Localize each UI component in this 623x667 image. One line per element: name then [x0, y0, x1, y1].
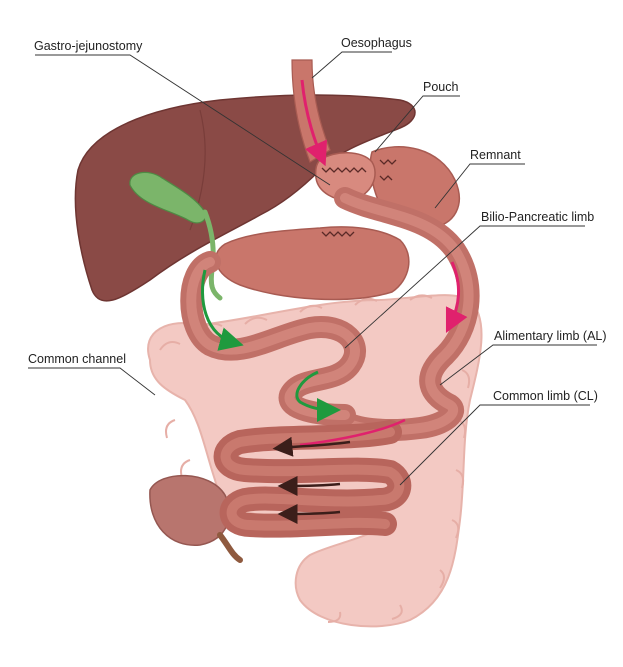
label-alimentary-limb: Alimentary limb (AL) — [494, 329, 607, 343]
food-flow-arrow-common-entry — [299, 418, 406, 447]
leader-bilio-pancreatic — [344, 225, 585, 349]
label-common-limb: Common limb (CL) — [493, 389, 598, 403]
food-flow-arrow-oesophagus — [300, 79, 328, 167]
label-bilio-pancreatic-limb: Bilio-Pancreatic limb — [481, 210, 594, 224]
leader-common-channel — [28, 367, 156, 396]
appendix — [217, 532, 243, 563]
label-oesophagus: Oesophagus — [341, 36, 412, 50]
staple-line — [321, 159, 397, 237]
label-pouch: Pouch — [423, 80, 458, 94]
bile-flow-arrow-lower — [295, 370, 341, 422]
bile-flow-arrow-upper — [201, 269, 244, 351]
leader-gastro-jejunostomy — [35, 54, 331, 186]
label-remnant: Remnant — [470, 148, 521, 162]
leader-common-limb — [399, 404, 590, 486]
label-gastro-jejunostomy: Gastro-jejunostomy — [34, 39, 143, 53]
label-common-channel: Common channel — [28, 352, 126, 366]
stomach-body — [215, 226, 410, 301]
leader-pouch — [374, 95, 460, 153]
chyme-flow-arrow-2 — [277, 475, 341, 496]
leader-remnant — [434, 163, 525, 209]
leader-oesophagus — [311, 51, 392, 79]
food-flow-arrow-alimentary — [445, 261, 468, 334]
leader-alimentary — [439, 344, 597, 386]
chyme-flow-arrow-3 — [277, 503, 341, 524]
chyme-flow-arrow-1 — [272, 436, 351, 457]
